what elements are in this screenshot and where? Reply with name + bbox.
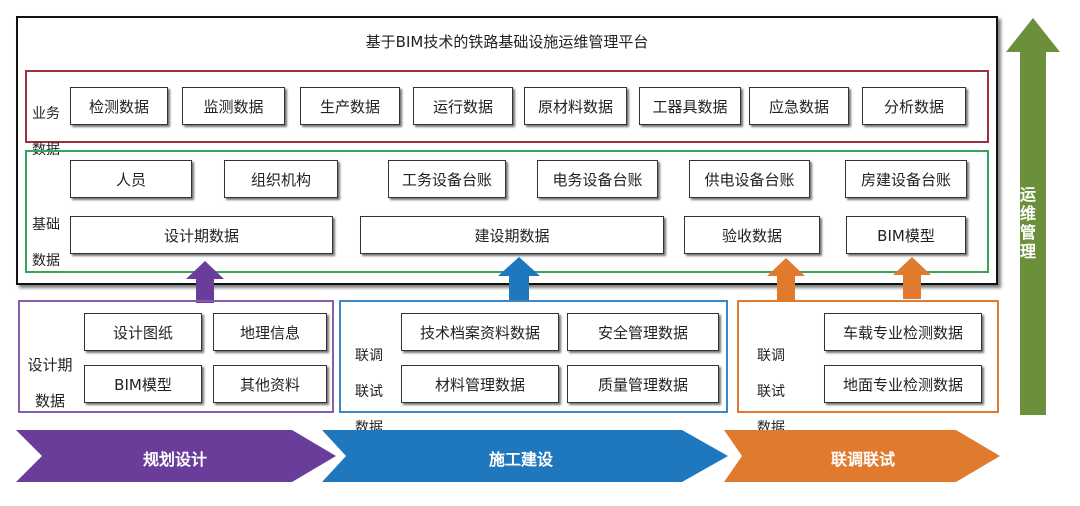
design-item-drawings: 设计图纸	[84, 313, 202, 351]
base-item-design-data: 设计期数据	[70, 216, 333, 254]
construction-phase-group	[339, 300, 728, 413]
base-item-acceptance-data: 验收数据	[684, 216, 820, 254]
ops-management-label: 运 维 管 理	[1019, 185, 1036, 261]
business-item-operation: 运行数据	[413, 87, 513, 125]
testing-phase-group	[737, 300, 999, 413]
business-item-inspection: 检测数据	[70, 87, 168, 125]
business-item-production: 生产数据	[300, 87, 400, 125]
base-item-bim-model: BIM模型	[846, 216, 966, 254]
design-phase-label: 设计期 数据	[27, 356, 73, 410]
construction-item-quality: 质量管理数据	[567, 365, 719, 403]
ops-management-arrow	[1006, 18, 1060, 415]
business-data-section	[25, 70, 989, 143]
design-item-bim-model: BIM模型	[84, 365, 202, 403]
testing-item-ground: 地面专业检测数据	[824, 365, 982, 403]
planning-design-arrow	[16, 430, 336, 482]
orange-up-arrow-right	[893, 257, 931, 299]
design-item-other-docs: 其他资料	[213, 365, 327, 403]
base-item-signal-ledger: 电务设备台账	[537, 160, 658, 198]
base-data-label: 基础 数据	[32, 217, 60, 269]
construction-item-safety: 安全管理数据	[567, 313, 719, 351]
business-item-tools: 工器具数据	[639, 87, 741, 125]
business-item-raw-material: 原材料数据	[524, 87, 627, 125]
planning-design-arrow-label: 规划设计	[142, 450, 207, 469]
joint-testing-arrow	[724, 430, 1000, 482]
blue-up-arrow	[498, 257, 540, 301]
design-phase-group	[18, 300, 334, 413]
business-item-emergency: 应急数据	[749, 87, 849, 125]
base-item-power-ledger: 供电设备台账	[689, 160, 810, 198]
testing-item-onboard: 车载专业检测数据	[824, 313, 982, 351]
joint-testing-arrow-label: 联调联试	[830, 450, 895, 469]
platform-title: 基于BIM技术的铁路基础设施运维管理平台	[365, 33, 649, 51]
construction-arrow	[322, 430, 728, 482]
construction-item-tech-archive: 技术档案资料数据	[401, 313, 559, 351]
phase-arrows	[16, 430, 1000, 482]
business-item-analysis: 分析数据	[862, 87, 966, 125]
orange-up-arrow-left	[767, 258, 805, 300]
base-item-construction-data: 建设期数据	[360, 216, 664, 254]
platform-frame	[16, 16, 998, 285]
base-item-personnel: 人员	[70, 160, 192, 198]
base-item-track-ledger: 工务设备台账	[388, 160, 506, 198]
construction-arrow-label: 施工建设	[488, 450, 553, 469]
base-item-building-ledger: 房建设备台账	[845, 160, 967, 198]
construction-item-materials: 材料管理数据	[401, 365, 559, 403]
base-item-organization: 组织机构	[224, 160, 338, 198]
design-item-geo-info: 地理信息	[213, 313, 327, 351]
business-item-monitoring: 监测数据	[182, 87, 285, 125]
purple-up-arrow	[186, 261, 224, 303]
